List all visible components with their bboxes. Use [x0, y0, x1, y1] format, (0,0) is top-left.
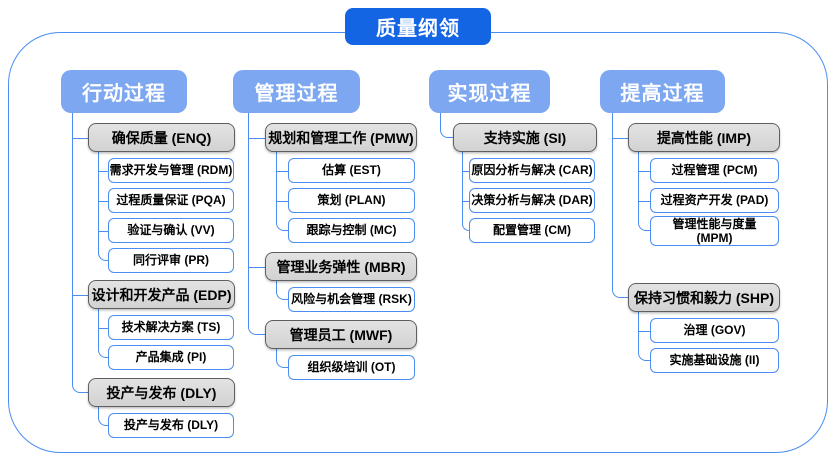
column-header: 管理过程 — [233, 70, 360, 113]
connector-line — [462, 170, 469, 172]
connector-elbow — [248, 113, 265, 335]
process-box: 治理 (GOV) — [650, 318, 779, 343]
connector-line — [248, 266, 265, 268]
column-header: 实现过程 — [429, 70, 550, 113]
connector-line — [98, 327, 108, 329]
diagram-title: 质量纲领 — [345, 8, 491, 45]
connector-elbow — [98, 152, 108, 261]
connector-line — [98, 170, 108, 172]
column-header: 行动过程 — [61, 70, 187, 113]
connector-line — [276, 200, 288, 202]
connector-line — [98, 200, 108, 202]
connector-line — [72, 294, 88, 296]
process-box: 组织级培训 (OT) — [288, 355, 415, 380]
group-box: 管理员工 (MWF) — [265, 320, 417, 349]
connector-elbow — [98, 407, 108, 426]
connector-elbow — [72, 113, 88, 393]
process-box: 实施基础设施 (II) — [650, 348, 779, 373]
group-box: 支持实施 (SI) — [453, 123, 597, 152]
connector-elbow — [276, 281, 288, 300]
process-box: 过程资产开发 (PAD) — [650, 188, 779, 213]
connector-line — [612, 137, 628, 139]
process-box: 技术解决方案 (TS) — [108, 315, 234, 340]
connector-elbow — [440, 113, 453, 138]
process-box: 原因分析与解决 (CAR) — [469, 158, 595, 183]
column-header: 提高过程 — [600, 70, 725, 113]
connector-line — [462, 200, 469, 202]
process-box: 投产与发布 (DLY) — [108, 413, 234, 438]
connector-elbow — [462, 152, 469, 231]
connector-line — [638, 330, 650, 332]
process-box: 验证与确认 (VV) — [108, 218, 234, 243]
connector-line — [248, 137, 265, 139]
connector-elbow — [276, 152, 288, 231]
process-box: 过程管理 (PCM) — [650, 158, 779, 183]
process-box: 需求开发与管理 (RDM) — [108, 158, 234, 183]
connector-line — [638, 170, 650, 172]
group-box: 规划和管理工作 (PMW) — [265, 123, 417, 152]
process-box: 同行评审 (PR) — [108, 248, 234, 273]
process-box: 产品集成 (PI) — [108, 345, 234, 370]
group-box: 提高性能 (IMP) — [628, 123, 780, 152]
group-box: 管理业务弹性 (MBR) — [265, 252, 417, 281]
process-box: 管理性能与度量 (MPM) — [650, 216, 779, 246]
connector-line — [276, 170, 288, 172]
process-box: 过程质量保证 (PQA) — [108, 188, 234, 213]
connector-elbow — [638, 312, 650, 361]
connector-elbow — [276, 349, 288, 368]
process-box: 决策分析与解决 (DAR) — [469, 188, 595, 213]
connector-elbow — [638, 152, 650, 231]
process-box: 配置管理 (CM) — [469, 218, 595, 243]
process-box: 风险与机会管理 (RSK) — [288, 287, 415, 312]
connector-line — [638, 200, 650, 202]
group-box: 设计和开发产品 (EDP) — [88, 280, 235, 309]
connector-line — [72, 137, 88, 139]
group-box: 保持习惯和毅力 (SHP) — [628, 283, 780, 312]
connector-elbow — [612, 113, 628, 298]
group-box: 投产与发布 (DLY) — [88, 378, 235, 407]
process-box: 估算 (EST) — [288, 158, 415, 183]
process-box: 策划 (PLAN) — [288, 188, 415, 213]
process-box: 跟踪与控制 (MC) — [288, 218, 415, 243]
connector-elbow — [98, 309, 108, 358]
connector-line — [98, 230, 108, 232]
group-box: 确保质量 (ENQ) — [88, 123, 235, 152]
